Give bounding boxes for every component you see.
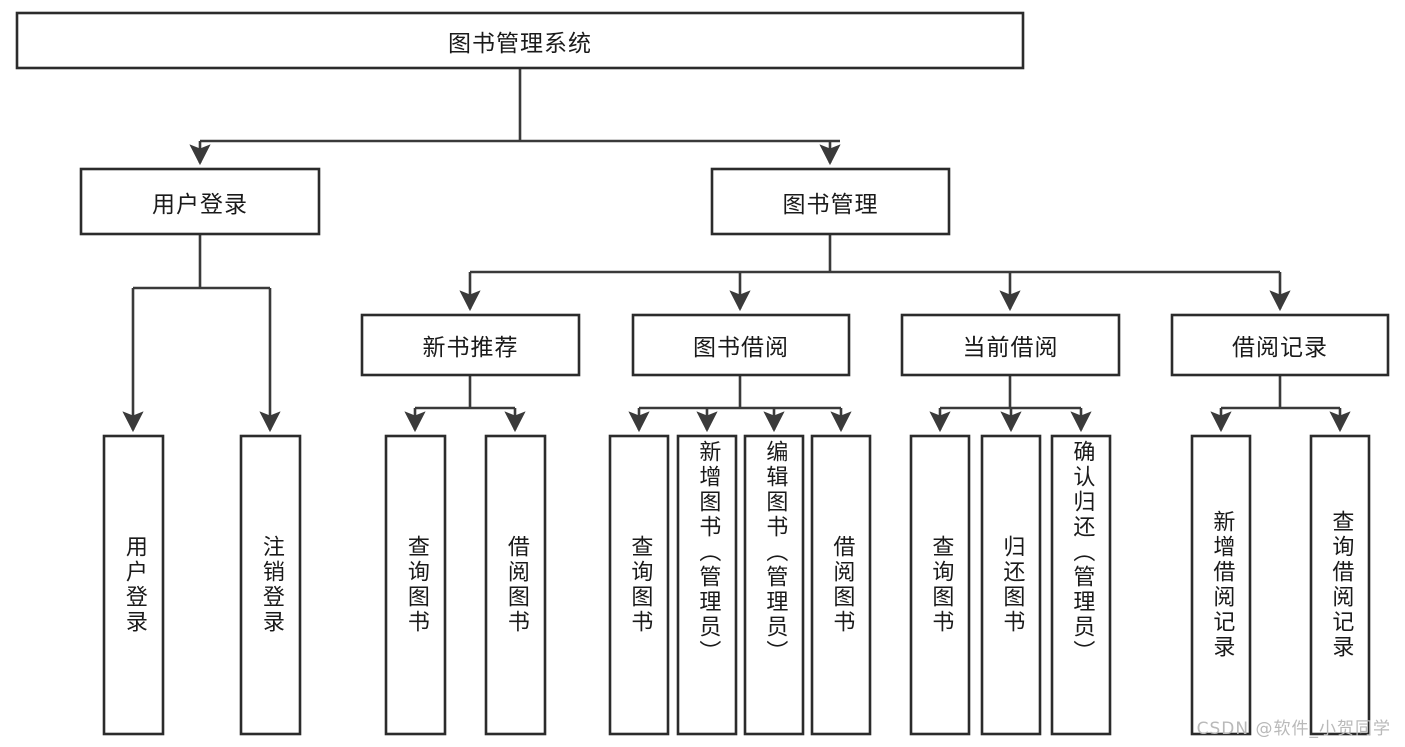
node-box-new-book-recommend[interactable] [360, 313, 581, 377]
node-box-book-manage[interactable] [710, 167, 951, 236]
node-box-leaf-borrow-book-rec[interactable] [484, 434, 547, 736]
node-box-leaf-return-book[interactable] [980, 434, 1042, 736]
node-box-leaf-user-login[interactable] [102, 434, 165, 736]
node-box-leaf-logout-login[interactable] [239, 434, 302, 736]
csdn-watermark: CSDN @软件_小贺同学 [1196, 719, 1391, 739]
node-box-leaf-query-record[interactable] [1309, 434, 1371, 736]
node-box-borrow-record[interactable] [1170, 313, 1390, 377]
node-box-user-login[interactable] [79, 167, 321, 236]
node-box-leaf-query-book-borrow[interactable] [608, 434, 670, 736]
edges-new-book-recommend-to-leaves [404, 375, 526, 433]
node-box-current-borrow[interactable] [900, 313, 1121, 377]
node-box-leaf-confirm-return[interactable] [1050, 434, 1112, 736]
edges-borrow-record-to-leaves [1210, 375, 1351, 433]
node-box-leaf-edit-book[interactable] [743, 434, 805, 736]
edges-current-borrow-to-leaves [929, 375, 1092, 433]
node-box-leaf-query-book-rec[interactable] [384, 434, 447, 736]
node-box-book-borrow[interactable] [631, 313, 851, 377]
node-box-leaf-add-book[interactable] [676, 434, 738, 736]
edges-user-login-to-leaves [122, 234, 281, 433]
node-box-leaf-add-record[interactable] [1190, 434, 1252, 736]
node-box-root[interactable] [15, 11, 1025, 70]
edges-book-borrow-to-leaves [628, 375, 852, 433]
edges-book-manage-to-level3 [459, 234, 1291, 312]
node-box-leaf-borrow-book[interactable] [810, 434, 872, 736]
node-box-leaf-query-book-cur[interactable] [909, 434, 971, 736]
edges-root-to-level2 [189, 68, 841, 166]
